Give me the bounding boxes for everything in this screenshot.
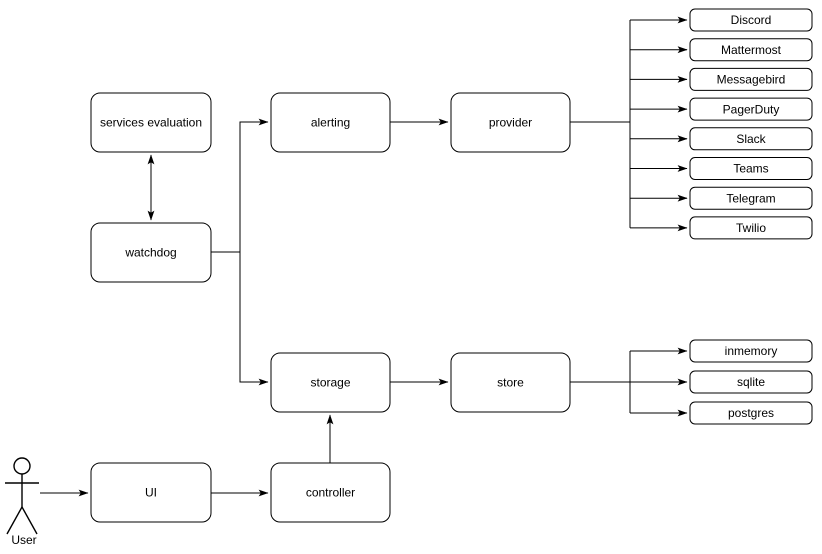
provider-target-box [689,157,813,180]
node-box [270,352,391,413]
provider-target-label: Mattermost [721,43,782,57]
provider-target-item[interactable]: Telegram [689,186,813,210]
node-label: storage [310,376,350,390]
edge-store-fanout [629,347,688,417]
edge-provider-fanout [629,16,688,232]
node-box [450,352,571,413]
node-services_evaluation[interactable]: services evaluation [90,92,212,153]
node-store[interactable]: store [450,352,571,413]
node-layer: services evaluation watchdog alerting provi… [90,92,571,523]
provider-target-label: PagerDuty [723,102,780,116]
provider-target-box [689,186,813,210]
provider-target-item[interactable]: Discord [689,8,813,32]
node-label: alerting [311,116,350,130]
store-target-box [689,370,813,394]
provider-target-label: Messagebird [717,73,786,87]
node-ui[interactable]: UI [90,462,212,523]
edge-layer [40,16,688,497]
actor-user: User [5,457,39,547]
provider-target-label: Teams [733,162,768,176]
node-watchdog[interactable]: watchdog [90,222,212,283]
node-box [90,92,212,153]
node-controller[interactable]: controller [270,462,391,523]
node-label: services evaluation [100,116,202,130]
store-target-item[interactable]: sqlite [689,370,813,394]
store-target-item[interactable]: inmemory [689,339,813,363]
provider-target-item[interactable]: Mattermost [689,38,813,62]
provider-target-item[interactable]: Slack [689,127,813,151]
node-alerting[interactable]: alerting [270,92,391,153]
stick-figure-head-icon [13,457,31,475]
node-storage[interactable]: storage [270,352,391,413]
edge-watchdog-storage [239,252,269,386]
provider-target-item[interactable]: Twilio [689,216,813,240]
stick-figure-left-leg-icon [6,506,23,535]
provider-target-item[interactable]: Messagebird [689,67,813,91]
node-label: provider [489,116,532,130]
store-target-layer: inmemory sqlite postgres [689,339,813,425]
store-target-box [689,339,813,363]
provider-target-box [689,67,813,91]
provider-target-item[interactable]: Teams [689,157,813,180]
node-box [90,462,212,523]
store-target-label: sqlite [737,375,765,389]
provider-target-box [689,8,813,32]
provider-target-label: Telegram [726,191,775,205]
provider-target-label: Twilio [736,221,766,235]
node-label: controller [306,486,355,500]
node-box [90,222,212,283]
node-box [270,462,391,523]
node-label: store [497,376,524,390]
provider-target-box [689,127,813,151]
store-target-item[interactable]: postgres [689,401,813,425]
store-target-box [689,401,813,425]
edge-watchdog-alerting [239,118,269,252]
actor-label: User [11,533,36,547]
provider-target-box [689,216,813,240]
provider-target-box [689,97,813,121]
store-target-label: postgres [728,406,774,420]
provider-target-label: Discord [731,13,772,27]
provider-target-label: Slack [736,132,766,146]
store-target-label: inmemory [725,344,778,358]
provider-target-item[interactable]: PagerDuty [689,97,813,121]
provider-target-layer: DiscordMattermostMessagebirdPagerDutySla… [689,8,813,240]
stick-figure-right-leg-icon [21,506,38,535]
node-box [270,92,391,153]
node-provider[interactable]: provider [450,92,571,153]
node-label: UI [145,486,157,500]
node-label: watchdog [124,246,176,260]
node-box [450,92,571,153]
provider-target-box [689,38,813,62]
